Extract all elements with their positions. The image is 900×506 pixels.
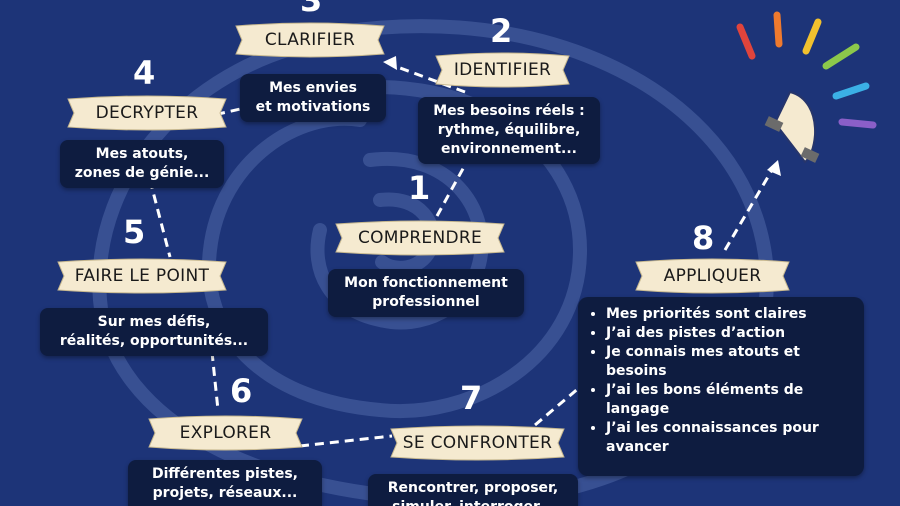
step-7-banner: SE CONFRONTER [385,423,570,463]
step-5-label: FAIRE LE POINT [74,266,210,286]
step-1-desc-line: professionnel [372,294,480,310]
step-5-banner: FAIRE LE POINT [52,256,232,296]
step-6-desc-line: Différentes pistes, [151,466,298,482]
step-6-number: 6 [230,372,253,410]
step-2-desc-line: environnement... [440,141,578,157]
step-4-banner: DECRYPTER [62,93,232,133]
ray-red [736,23,756,60]
step-7-label: SE CONFRONTER [402,433,553,453]
checklist-item: J’ai des pistes d’action [606,324,852,343]
step-2-number: 2 [490,12,513,50]
step-7-desc-line: simuler, interroger... [376,498,570,506]
step-6-desc-line: projets, réseaux... [152,485,298,501]
step-5-desc-line: réalités, opportunités... [59,333,249,349]
step-3-desc-line: Mes envies [269,80,357,96]
step-4-desc-line: zones de génie... [74,165,210,181]
checklist-item: J’ai les bons éléments de langage [606,381,831,419]
ribbon-shape [435,52,570,88]
step-1-label: COMPRENDRE [357,228,483,248]
step-7-description: Rencontrer, proposer, simuler, interroge… [368,474,578,506]
step-3-banner: CLARIFIER [230,20,390,60]
step-8-banner: APPLIQUER [630,256,795,296]
connector-6-7 [299,434,393,448]
checklist-item: J’ai les connaissances pour avancer [606,419,851,457]
step-5-description: Sur mes défis, réalités, opportunités... [40,308,268,356]
ribbon-shape [390,425,565,461]
step-5-number: 5 [123,213,146,251]
step-4-description: Mes atouts, zones de génie... [60,140,224,188]
step-4-desc-line: Mes atouts, [95,146,189,162]
ray-yellow [802,18,822,55]
ray-green [822,43,860,70]
step-4-number: 4 [133,54,156,92]
step-6-label: EXPLORER [179,423,272,443]
arrowhead-to-3 [383,56,397,70]
ribbon-shape [235,22,385,58]
checklist-item: Mes priorités sont claires [606,305,852,324]
arrowheads [383,56,781,176]
step-3-label: CLARIFIER [264,30,356,50]
connector-2-3 [391,63,466,94]
step-8-checklist: Mes priorités sont claires J’ai des pist… [578,297,864,476]
step-2-label: IDENTIFIER [453,60,552,80]
ribbon-shape [148,415,303,451]
step-8-number: 8 [692,219,715,257]
step-2-description: Mes besoins réels : rythme, équilibre, e… [418,97,600,164]
ray-orange [773,11,783,48]
step-2-desc-line: Mes besoins réels : [433,103,585,119]
step-2-desc-line: rythme, équilibre, [437,122,581,138]
ribbon-shape [67,95,227,131]
step-1-description: Mon fonctionnement professionnel [328,269,524,317]
ribbon-shape [57,258,227,294]
checklist-item: Je connais mes atouts et besoins [606,343,806,381]
ray-blue [832,82,870,100]
step-1-number: 1 [408,169,431,207]
step-6-description: Différentes pistes, projets, réseaux... [128,460,322,506]
light-rays [736,11,877,129]
step-1-banner: COMPRENDRE [330,218,510,258]
arrowhead-to-lamp [767,160,781,176]
lamp-icon [764,90,820,164]
ribbon-shape [335,220,505,256]
connector-1-2 [435,164,467,217]
step-4-label: DECRYPTER [95,103,199,123]
step-3-description: Mes envies et motivations [240,74,386,122]
step-7-number: 7 [460,379,483,417]
step-1-desc-line: Mon fonctionnement [344,275,508,291]
step-7-desc-line: Rencontrer, proposer, [387,480,559,496]
step-5-desc-line: Sur mes défis, [97,314,211,330]
step-3-number: 3 [300,0,323,19]
step-8-label: APPLIQUER [663,266,762,286]
step-6-banner: EXPLORER [143,413,308,453]
connector-4-5 [148,179,172,258]
connector-8-lamp [723,169,774,251]
step-2-banner: IDENTIFIER [430,50,575,90]
ray-purple [838,118,877,129]
ribbon-shape [635,258,790,294]
step-3-desc-line: et motivations [255,99,371,115]
connector-5-6 [210,351,220,411]
